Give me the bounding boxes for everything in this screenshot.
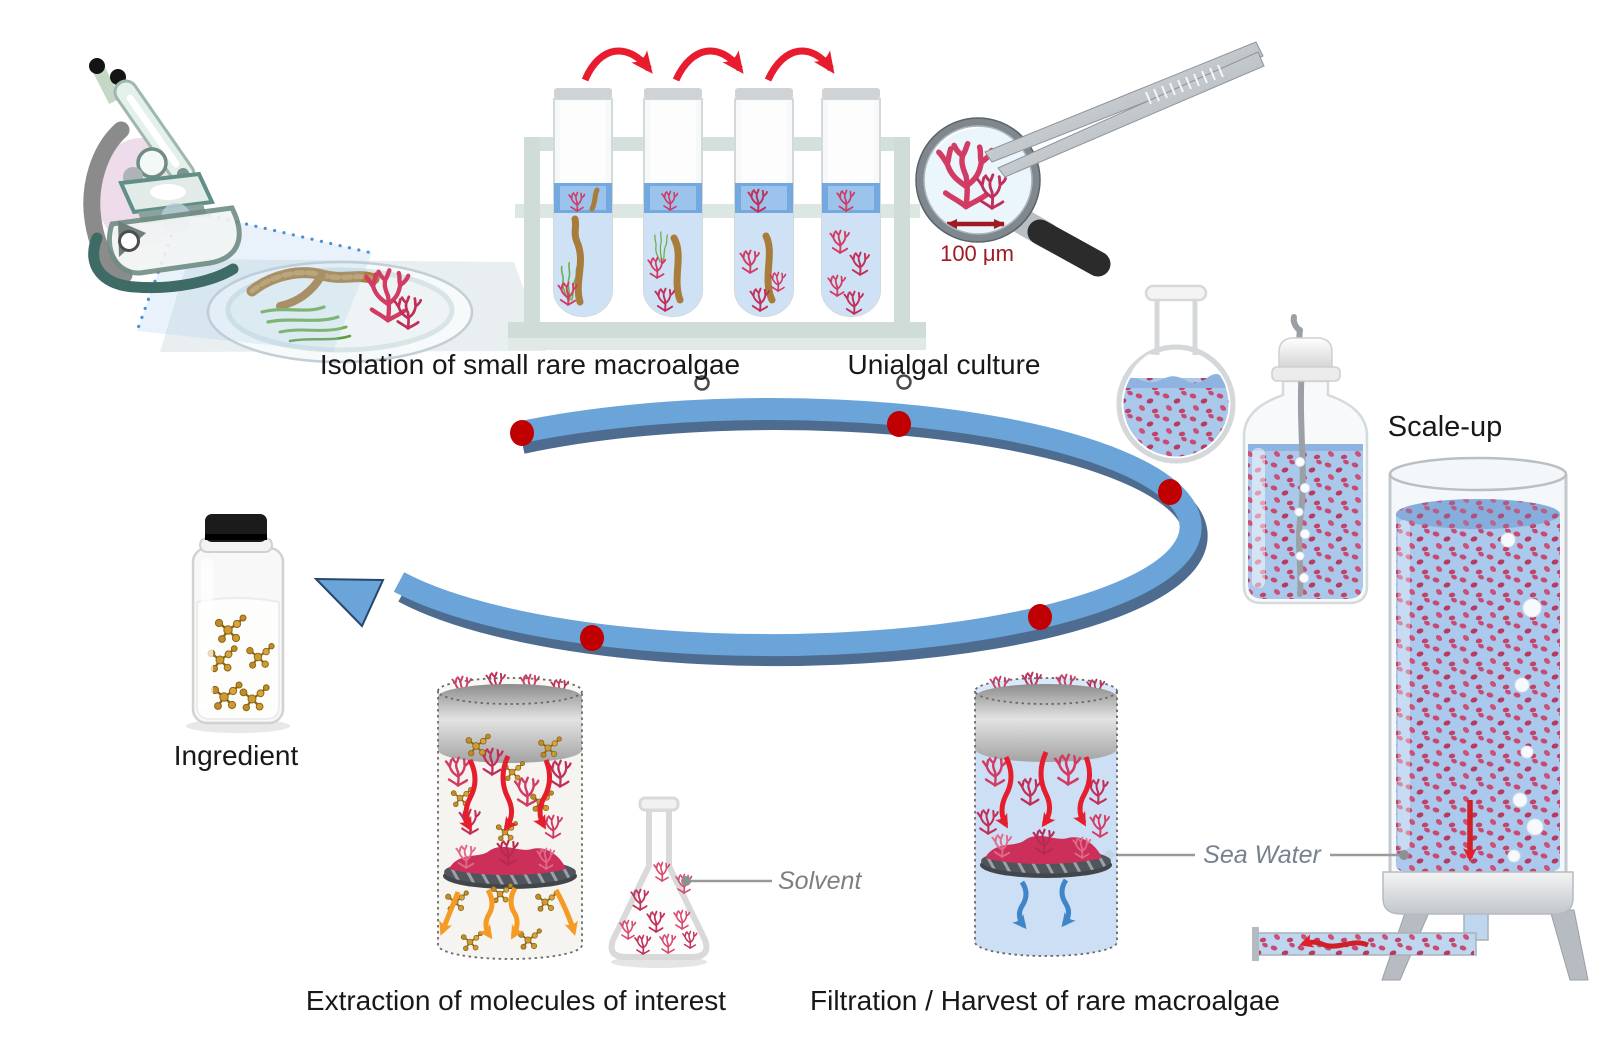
petri-dish-icon (206, 260, 474, 364)
caption-filtration: Filtration / Harvest of rare macroalgae (810, 985, 1280, 1016)
sink-arrows (458, 754, 552, 832)
test-tube-2 (643, 88, 703, 317)
cycle-stage-dot (1028, 604, 1052, 630)
cycle-stage-dot (580, 625, 604, 651)
sea-water-callout: Sea Water (1104, 841, 1409, 869)
bioreactor-icon (1252, 456, 1589, 981)
sea-water-label: Sea Water (1203, 841, 1322, 869)
scale-bar-label: 100 μm (940, 241, 1014, 266)
tweezers-icon (984, 41, 1265, 178)
extract-arrows (439, 886, 578, 940)
caption-isolation: Isolation of small rare macroalgae (320, 349, 740, 380)
rack-foot (896, 374, 912, 390)
caption-unialgal-culture: Unialgal culture (848, 349, 1041, 380)
microscope-icon (83, 58, 242, 294)
rack-foot (694, 375, 710, 391)
caption-extraction: Extraction of molecules of interest (306, 985, 726, 1016)
caption-scale-up: Scale-up (1388, 411, 1502, 443)
round-flask-icon (1116, 284, 1236, 464)
cycle-stage-dot (510, 420, 534, 446)
bioreactor-base (1382, 871, 1574, 915)
sink-arrows (994, 750, 1092, 829)
column-collar (438, 684, 582, 763)
eyepiece-icon (89, 58, 105, 74)
bubbles (1294, 457, 1310, 583)
bioreactor-leg (1549, 909, 1589, 981)
outflow-arrow (1299, 934, 1369, 949)
cycle-arrowhead (313, 577, 385, 628)
ingredient-bottle-icon (186, 514, 290, 733)
transfer-arrows (581, 47, 835, 82)
cycle-stage-dot (887, 411, 911, 437)
cycle-arrow (313, 398, 1208, 667)
test-tube-4 (821, 88, 881, 317)
extraction-column-icon (437, 671, 583, 960)
solvent-label: Solvent (778, 867, 862, 895)
filtration-column-icon (974, 671, 1118, 957)
caption-ingredient: Ingredient (174, 740, 299, 771)
test-tube-rack-icon (508, 137, 926, 391)
filtrate-arrows (1012, 878, 1076, 930)
culture-bottle-icon (1242, 314, 1369, 605)
magnifier-handle (1027, 219, 1111, 277)
test-tube-1 (553, 88, 613, 317)
column-collar (975, 684, 1117, 762)
solvent-callout: Solvent (681, 867, 862, 895)
cycle-stage-dot (1158, 479, 1182, 505)
test-tube-3 (734, 88, 794, 317)
erlenmeyer-flask-icon (608, 796, 710, 968)
green-alga-icon (260, 305, 352, 343)
bubbles (1500, 532, 1544, 863)
